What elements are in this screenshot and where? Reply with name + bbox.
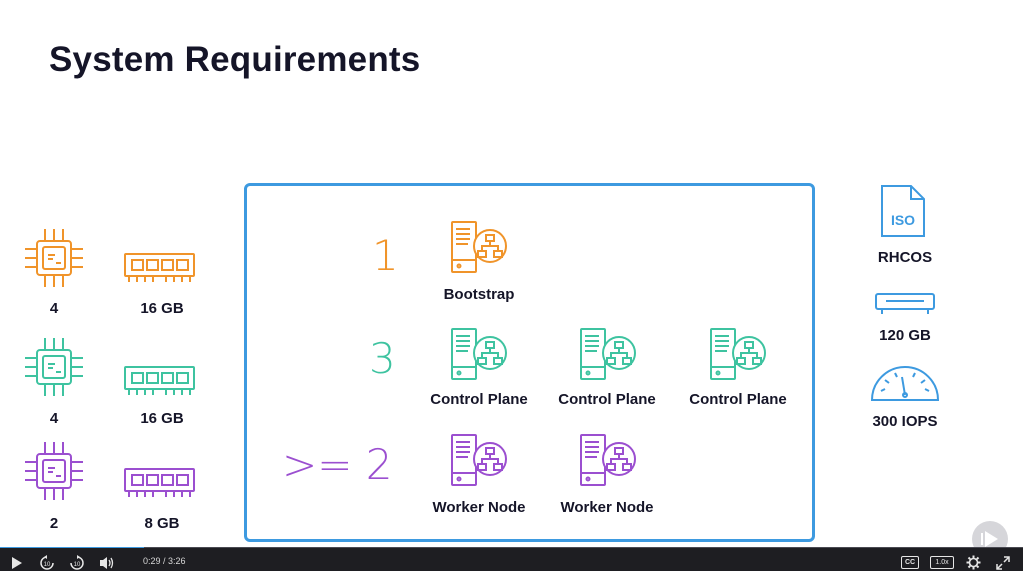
- svg-text:ISO: ISO: [891, 212, 915, 228]
- settings-gear-icon[interactable]: [966, 555, 981, 570]
- control-plane-count: 3: [369, 334, 396, 383]
- node-label-worker-node: Worker Node: [432, 499, 526, 516]
- node-label-bootstrap: Bootstrap: [443, 286, 515, 303]
- playback-speed-button[interactable]: 1.0x: [930, 556, 954, 569]
- node-label-control-plane: Control Plane: [430, 391, 528, 408]
- server-network-icon: [580, 328, 636, 380]
- iso-file-icon: ISO: [881, 185, 925, 237]
- os-label: RHCOS: [877, 249, 933, 266]
- node-label-worker-node: Worker Node: [560, 499, 654, 516]
- play-logo-icon: [981, 531, 998, 547]
- memory-module-icon: [124, 253, 195, 282]
- fullscreen-icon[interactable]: [996, 556, 1010, 570]
- cpu-chip-icon: [25, 338, 83, 396]
- memory-module-icon: [124, 468, 195, 497]
- node-label-control-plane: Control Plane: [689, 391, 787, 408]
- time-display: 0:29 / 3:26: [143, 556, 186, 566]
- cpu-count: 2: [49, 515, 59, 532]
- volume-icon[interactable]: [99, 556, 115, 570]
- memory-size: 16 GB: [140, 300, 184, 317]
- cpu-chip-icon: [25, 442, 83, 500]
- memory-module-icon: [124, 366, 195, 395]
- closed-captions-button[interactable]: CC: [901, 556, 919, 569]
- server-network-icon: [451, 328, 507, 380]
- cluster-nodes-box: [244, 183, 815, 542]
- node-label-control-plane: Control Plane: [558, 391, 656, 408]
- speedometer-icon: [870, 366, 940, 401]
- rewind-icon[interactable]: 10: [39, 555, 55, 571]
- server-network-icon: [580, 434, 636, 486]
- worker-node-count: >= 2: [282, 440, 393, 489]
- cpu-count: 4: [49, 300, 59, 317]
- svg-text:10: 10: [74, 562, 81, 568]
- server-network-icon: [451, 434, 507, 486]
- forward-icon[interactable]: 10: [69, 555, 85, 571]
- slide-title: System Requirements: [49, 40, 421, 79]
- video-controls-bar: [0, 548, 1023, 571]
- server-network-icon: [451, 221, 507, 273]
- svg-text:10: 10: [44, 562, 51, 568]
- iops-label: 300 IOPS: [872, 413, 938, 430]
- cpu-chip-icon: [25, 229, 83, 287]
- cpu-count: 4: [49, 410, 59, 427]
- server-network-icon: [710, 328, 766, 380]
- disk-drive-icon: [875, 293, 935, 314]
- play-icon[interactable]: [11, 557, 23, 569]
- memory-size: 8 GB: [144, 515, 180, 532]
- memory-size: 16 GB: [140, 410, 184, 427]
- disk-size: 120 GB: [879, 327, 931, 344]
- bootstrap-count: 1: [372, 231, 399, 280]
